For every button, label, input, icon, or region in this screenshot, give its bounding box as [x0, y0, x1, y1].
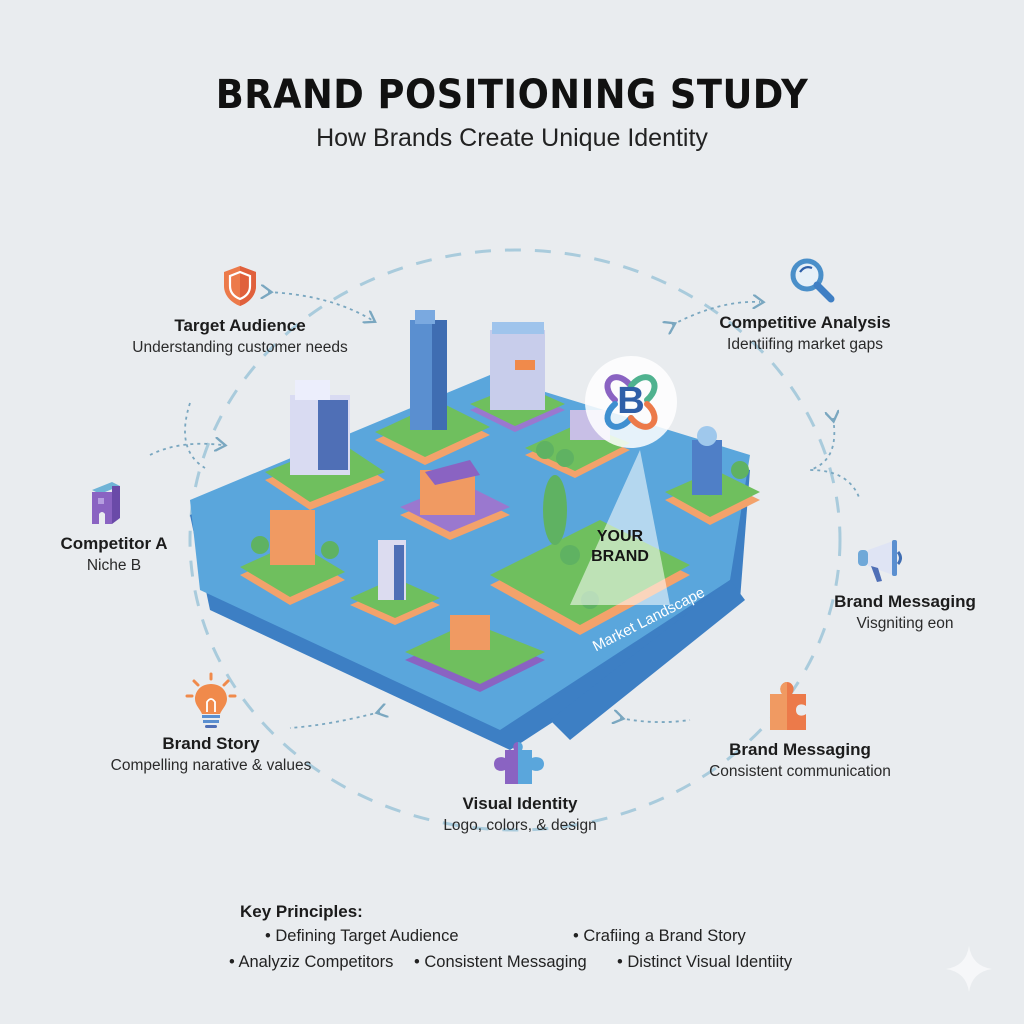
node-title: Competitive Analysis: [719, 313, 891, 332]
node-brand-messaging-2: Brand Messaging Consistent communication: [700, 680, 900, 781]
island-dome-tower: [665, 426, 760, 525]
key-principles-title: Key Principles:: [240, 902, 363, 921]
key-principle-text: Distinct Visual Identiity: [627, 953, 793, 971]
island-blue-skyscraper: [375, 310, 490, 465]
island-orange-shop: [240, 510, 345, 605]
island-white-tower: [265, 380, 385, 510]
node-competitor-a: Competitor A Niche B: [44, 478, 184, 575]
sparkle-icon: [946, 946, 992, 992]
node-title: Competitor A: [60, 534, 168, 553]
key-principle-item: • Distinct Visual Identiity: [617, 953, 793, 971]
key-principle-text: Defining Target Audience: [275, 927, 459, 945]
puzzle-icon: [770, 682, 806, 730]
island-orange-house: [400, 460, 510, 540]
node-subtitle: Logo, colors, & design: [443, 817, 597, 834]
key-principle-text: Analyziz Competitors: [238, 953, 394, 971]
puzzle-two-tone-icon: [494, 742, 544, 784]
node-visual-identity: Visual Identity Logo, colors, & design: [420, 742, 620, 835]
page-title: BRAND POSITIONING STUDY: [215, 72, 809, 118]
your-brand-label: YOUR BRAND: [570, 527, 670, 567]
key-principle-text: Crafiing a Brand Story: [583, 927, 746, 945]
node-brand-story: Brand Story Compelling narative & values: [96, 672, 326, 775]
node-title: Brand Messaging: [729, 740, 871, 759]
node-brand-messaging-1: Brand Messaging Visgniting eon: [805, 538, 1005, 633]
building-icon: [92, 482, 120, 524]
island-white-tall-tower: [350, 540, 440, 625]
node-title: Brand Messaging: [834, 592, 976, 611]
island-purple-base: [405, 615, 545, 692]
node-title: Visual Identity: [462, 794, 578, 813]
node-title: Target Audience: [174, 316, 306, 335]
key-principle-item: • Crafiing a Brand Story: [573, 927, 746, 945]
node-subtitle: Visgniting eon: [856, 615, 954, 632]
node-title: Brand Story: [162, 734, 260, 753]
shield-icon: [224, 266, 256, 306]
node-subtitle: Identiifing market gaps: [727, 336, 883, 353]
node-competitive-analysis: Competitive Analysis Identiifing market …: [675, 255, 935, 354]
your-brand-line1: YOUR: [596, 528, 644, 545]
node-subtitle: Compelling narative & values: [110, 757, 312, 774]
market-landscape-map: [190, 310, 760, 750]
key-principle-item: • Defining Target Audience: [265, 927, 459, 945]
your-brand-line2: BRAND: [591, 548, 649, 565]
node-target-audience: Target Audience Understanding customer n…: [100, 264, 380, 357]
brand-logo-letter: B: [617, 380, 645, 422]
node-subtitle: Consistent communication: [709, 763, 891, 780]
magnifier-icon: [790, 258, 835, 303]
page-subtitle: How Brands Create Unique Identity: [316, 124, 708, 152]
key-principle-text: Consistent Messaging: [424, 953, 587, 971]
node-subtitle: Niche B: [86, 557, 142, 574]
key-principle-item: • Analyziz Competitors: [229, 953, 394, 971]
brand-logo: B: [585, 356, 677, 448]
key-principle-item: • Consistent Messaging: [414, 953, 587, 971]
brand-logo-icon: [604, 374, 658, 430]
node-subtitle: Understanding customer needs: [132, 339, 348, 356]
lightbulb-icon: [185, 672, 237, 728]
megaphone-icon: [858, 540, 902, 582]
island-lavender-building: [470, 322, 565, 432]
